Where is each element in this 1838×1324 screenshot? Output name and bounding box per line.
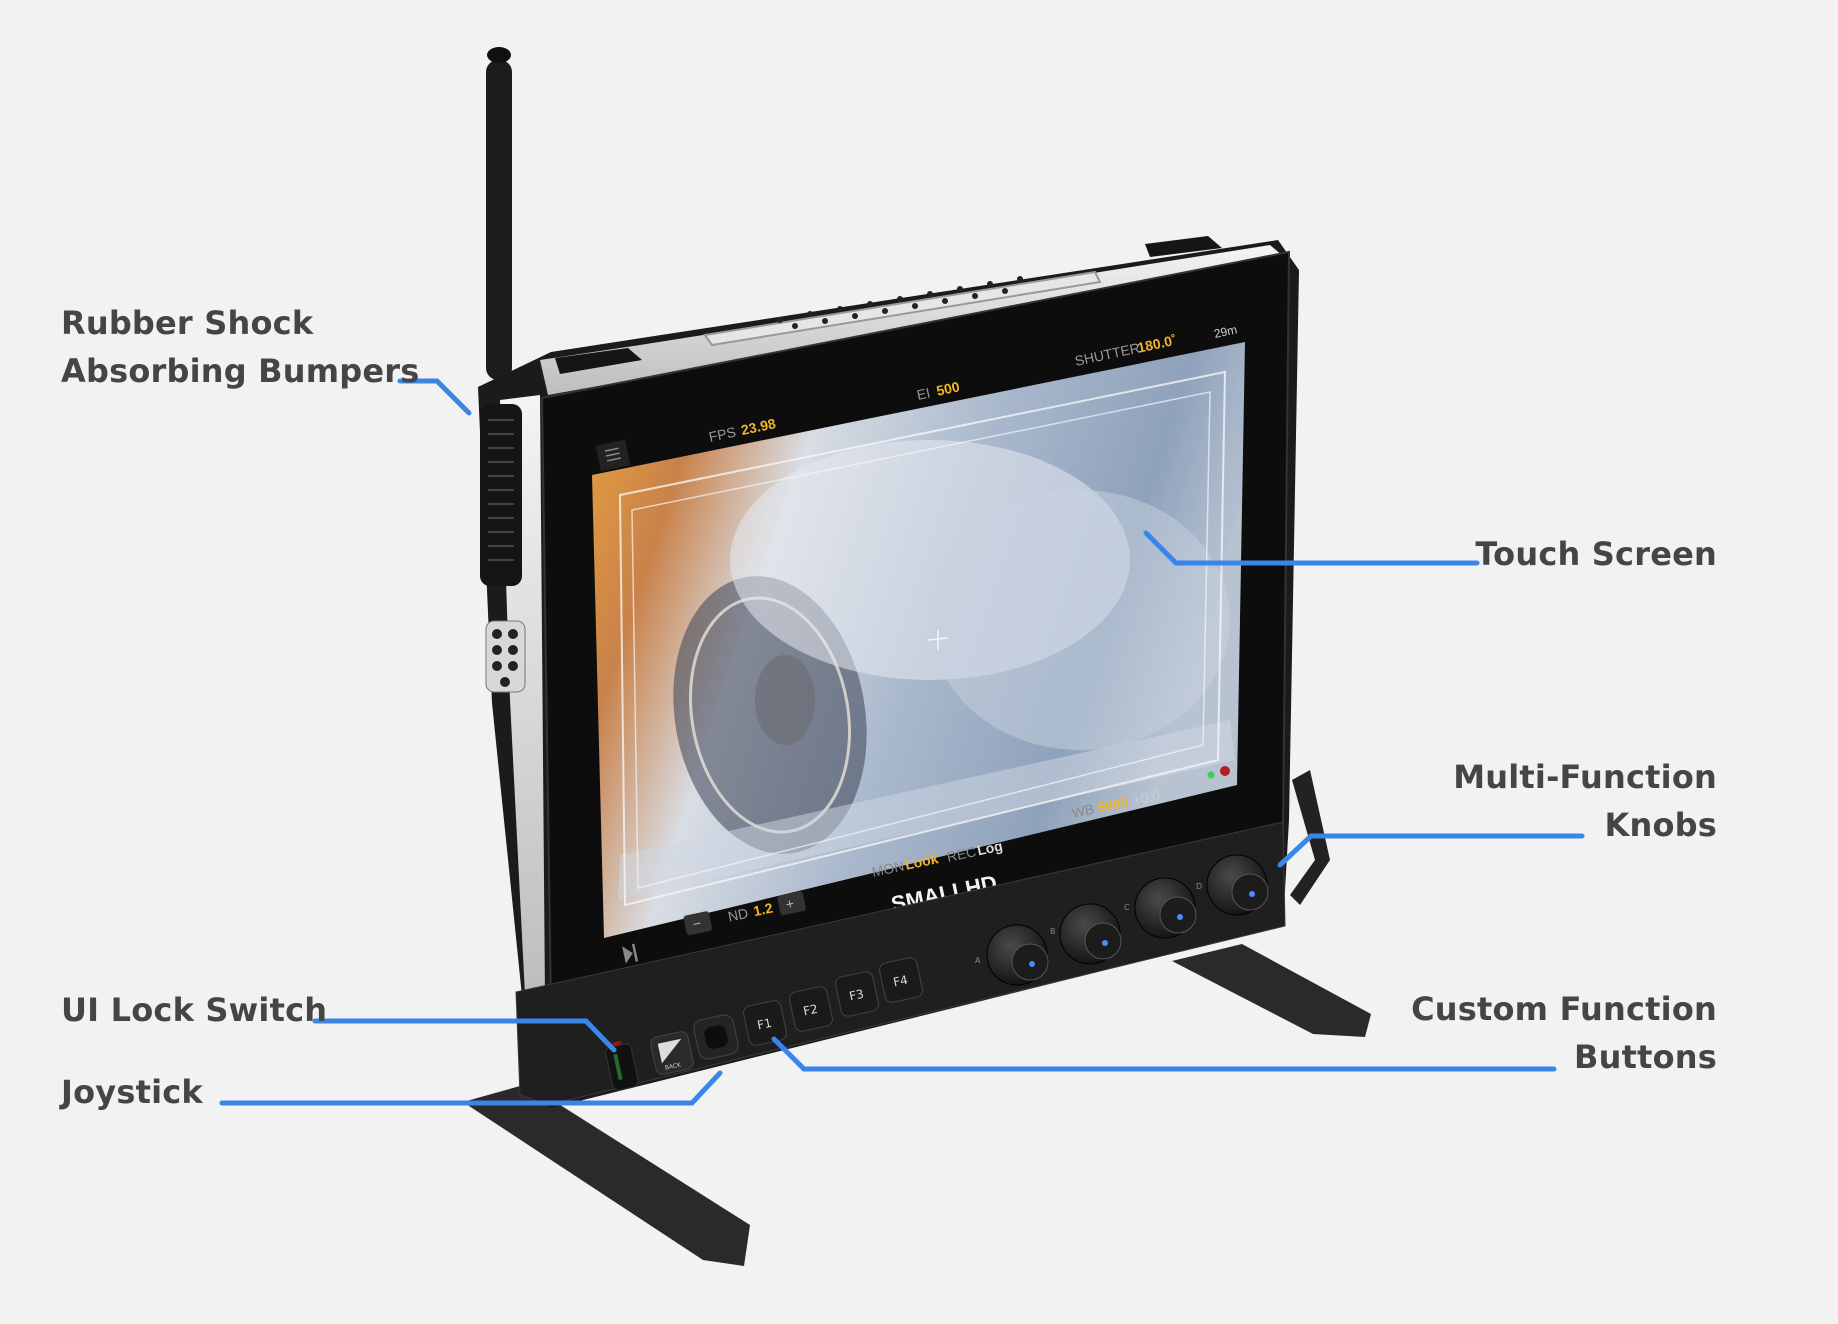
f2-button[interactable]: F2 <box>788 985 833 1032</box>
callout-joystick-line1: Joystick <box>61 1073 203 1111</box>
ui-lock-switch[interactable] <box>604 1039 639 1091</box>
right-stand <box>1172 944 1371 1037</box>
joystick[interactable] <box>692 1013 739 1060</box>
callout-joystick: Joystick <box>61 1068 203 1116</box>
knob-a[interactable]: A <box>975 924 1049 986</box>
f1-button[interactable]: F1 <box>742 999 787 1046</box>
antenna <box>486 47 512 380</box>
status-led-green <box>1207 771 1215 779</box>
svg-text:−: − <box>691 915 702 932</box>
menu-icon[interactable] <box>595 439 631 472</box>
svg-text:B: B <box>1050 927 1056 936</box>
callout-bumpers-line2: Absorbing Bumpers <box>61 352 420 390</box>
svg-text:F3: F3 <box>848 987 865 1004</box>
play-icon[interactable] <box>622 943 639 964</box>
svg-text:WB: WB <box>1070 801 1095 821</box>
svg-text:FPS: FPS <box>707 424 737 445</box>
callout-ui-lock-line1: UI Lock Switch <box>61 991 328 1029</box>
callout-bumpers-line1: Rubber Shock <box>61 304 314 342</box>
callout-touch-screen: Touch Screen <box>1475 530 1717 578</box>
leader-line-knobs <box>1277 833 1585 868</box>
screen-image <box>618 370 1235 907</box>
leader-line-touch-screen <box>1143 530 1480 566</box>
bumper-top-left <box>555 348 642 374</box>
svg-text:23.98: 23.98 <box>740 415 778 438</box>
callout-function-buttons: Custom Function Buttons <box>1411 985 1717 1081</box>
svg-text:ND: ND <box>726 905 749 925</box>
callout-function-buttons-line1: Custom Function <box>1411 990 1717 1028</box>
top-plate <box>540 245 1290 395</box>
top-vent-holes <box>777 276 1023 329</box>
svg-text:500: 500 <box>935 378 961 399</box>
callout-bumpers: Rubber Shock Absorbing Bumpers <box>61 299 420 395</box>
svg-text:D: D <box>1196 882 1202 891</box>
svg-text:5600: 5600 <box>1096 793 1130 815</box>
svg-text:A: A <box>975 956 981 965</box>
leader-line-bumpers <box>397 378 472 416</box>
status-led-red <box>1220 766 1230 776</box>
f3-button[interactable]: F3 <box>834 970 879 1017</box>
callout-touch-screen-line1: Touch Screen <box>1475 535 1717 573</box>
leader-line-joystick <box>219 1070 723 1106</box>
crosshair-icon <box>927 630 949 650</box>
svg-text:29m: 29m <box>1213 322 1239 341</box>
svg-text:C: C <box>1124 903 1130 912</box>
svg-text:+0.0: +0.0 <box>1131 787 1162 808</box>
nd-minus-button[interactable] <box>683 911 713 936</box>
top-vent-plate <box>703 270 1102 347</box>
svg-text:Log: Log <box>976 838 1004 859</box>
svg-text:+: + <box>784 895 795 912</box>
leader-line-function-buttons <box>771 1036 1557 1072</box>
svg-text:F2: F2 <box>802 1002 819 1019</box>
left-stand <box>463 1084 750 1266</box>
svg-text:1.2: 1.2 <box>752 899 775 919</box>
callout-knobs-line1: Multi-Function <box>1453 758 1717 796</box>
nd-plus-button[interactable] <box>777 891 807 916</box>
leader-line-ui-lock <box>312 1018 617 1053</box>
svg-text:Look: Look <box>904 850 940 873</box>
svg-text:F1: F1 <box>756 1016 773 1033</box>
svg-text:F4: F4 <box>892 973 909 990</box>
svg-text:MON: MON <box>870 857 905 879</box>
knob-b[interactable]: B <box>1050 903 1122 965</box>
knob-c[interactable]: C <box>1124 877 1197 939</box>
back-arrow-icon <box>657 1038 682 1064</box>
callout-knobs-line2: Knobs <box>1604 806 1717 844</box>
bumper-top-right <box>1145 236 1222 257</box>
svg-text:REC: REC <box>945 843 977 865</box>
osd-nd: − ND 1.2 + <box>683 891 806 936</box>
side-vent <box>480 404 522 586</box>
knob-d[interactable]: D <box>1196 854 1269 916</box>
osd-time: 29m <box>1213 322 1239 341</box>
callout-knobs: Multi-Function Knobs <box>1453 753 1717 849</box>
svg-text:EI: EI <box>915 385 931 403</box>
back-button[interactable]: BACK <box>649 1030 694 1075</box>
callout-function-buttons-line2: Buttons <box>1574 1038 1717 1076</box>
callout-ui-lock: UI Lock Switch <box>61 986 327 1034</box>
side-connector-grill <box>485 620 526 693</box>
svg-text:BACK: BACK <box>664 1061 682 1071</box>
f4-button[interactable]: F4 <box>878 956 923 1003</box>
